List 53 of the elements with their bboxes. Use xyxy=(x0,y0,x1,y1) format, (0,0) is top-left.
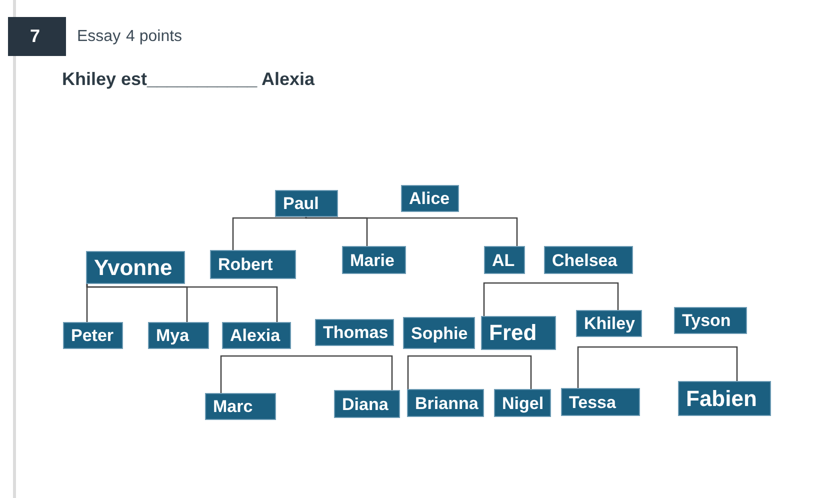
name-box xyxy=(148,322,209,349)
name-box xyxy=(678,381,771,416)
tree-line xyxy=(577,346,738,388)
name-box xyxy=(222,322,291,349)
question-number: 7 xyxy=(8,17,66,56)
person-name: Yvonne xyxy=(94,256,172,278)
tree-line xyxy=(305,216,518,246)
question-points: 4 points xyxy=(126,27,182,47)
person-name: Diana xyxy=(342,396,388,412)
tree-line xyxy=(86,284,278,322)
person-name: Peter xyxy=(71,327,114,344)
person-name: Sophie xyxy=(411,324,468,342)
name-box xyxy=(544,246,633,274)
person-name: AL xyxy=(492,252,515,268)
name-box xyxy=(561,388,640,416)
tree-line xyxy=(483,282,619,316)
name-box xyxy=(674,307,747,334)
question-type: Essay xyxy=(77,27,121,47)
tree-line xyxy=(232,216,307,250)
name-box xyxy=(407,389,484,417)
name-box xyxy=(342,246,406,274)
person-name: Chelsea xyxy=(552,252,618,268)
person-name: Marie xyxy=(350,252,394,268)
name-box xyxy=(401,185,459,212)
person-name: Paul xyxy=(283,195,319,212)
name-box xyxy=(484,246,525,274)
name-box xyxy=(63,322,123,349)
name-box xyxy=(275,190,338,217)
person-name: Nigel xyxy=(502,394,544,412)
person-name: Marc xyxy=(213,398,253,415)
person-name: Mya xyxy=(156,327,190,344)
person-name: Khiley xyxy=(584,315,636,332)
name-box xyxy=(576,310,642,337)
name-box xyxy=(210,250,296,279)
question-prompt: Khiley est___________ Alexia xyxy=(62,68,315,90)
tree-line xyxy=(220,355,393,393)
name-box xyxy=(481,316,556,350)
person-name: Brianna xyxy=(415,394,478,412)
person-name: Tessa xyxy=(569,394,616,410)
person-name: Fabien xyxy=(686,388,757,410)
name-box xyxy=(494,389,551,417)
person-name: Tyson xyxy=(682,312,731,329)
name-box xyxy=(86,251,185,284)
person-name: Alice xyxy=(409,190,450,207)
name-box xyxy=(205,393,276,420)
name-box xyxy=(334,390,400,418)
person-name: Robert xyxy=(218,256,273,273)
name-box xyxy=(403,317,475,349)
person-name: Alexia xyxy=(230,327,280,344)
name-box xyxy=(315,319,394,346)
tree-line xyxy=(407,355,532,389)
person-name: Thomas xyxy=(323,324,388,341)
person-name: Fred xyxy=(489,322,537,344)
